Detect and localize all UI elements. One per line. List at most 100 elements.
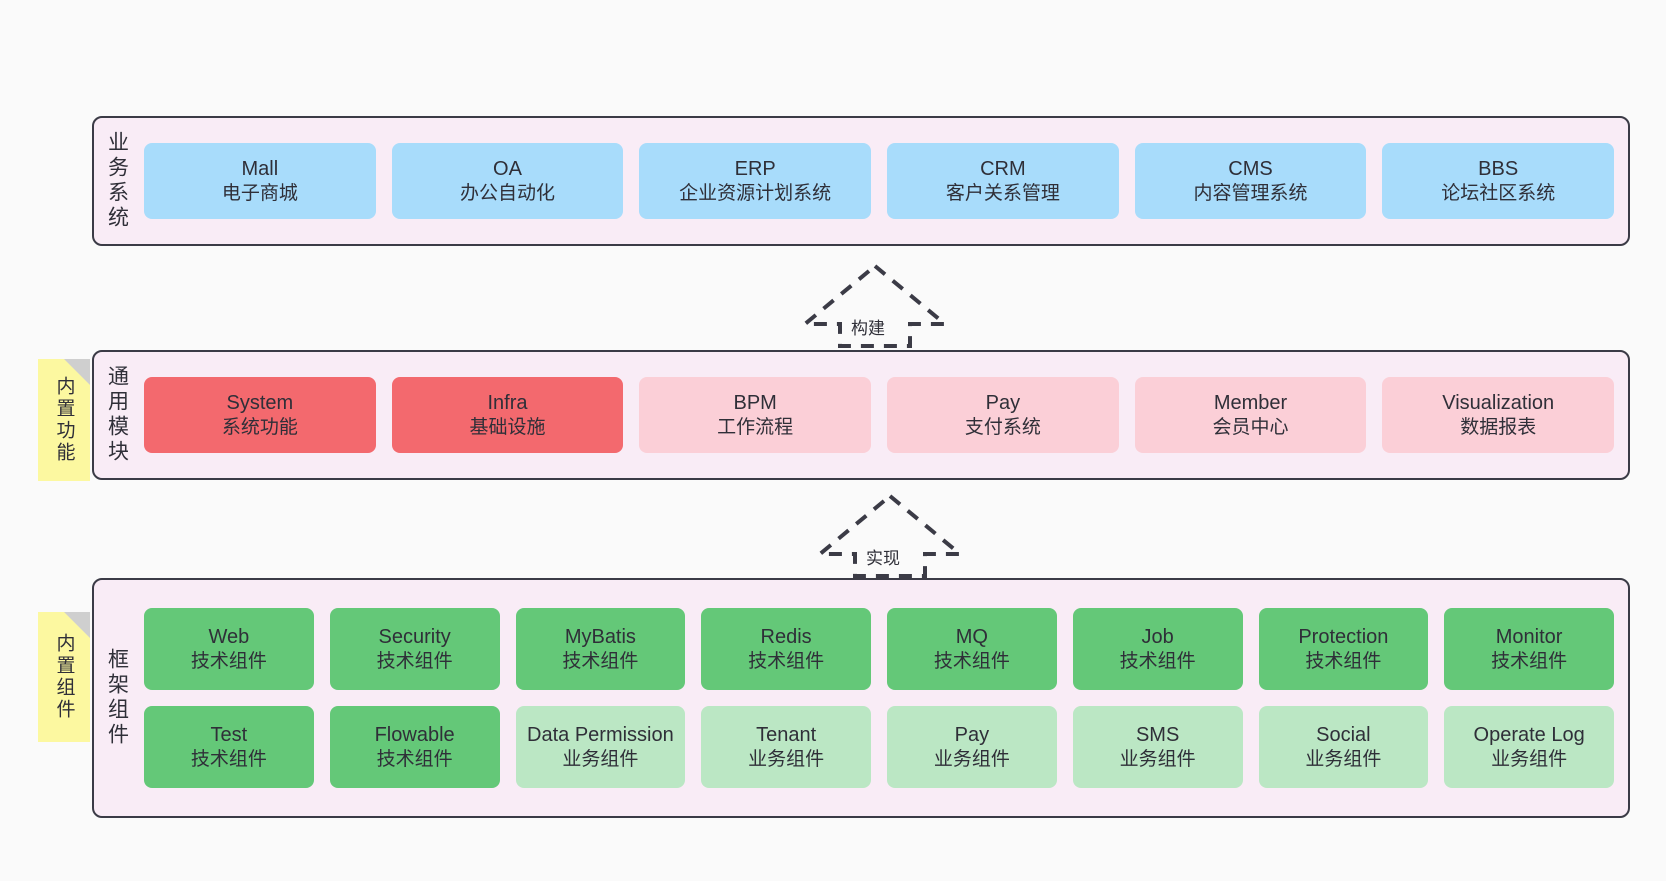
card-title: Operate Log (1473, 724, 1585, 747)
card-subtitle: 客户关系管理 (945, 182, 1060, 204)
card-title: ERP (734, 158, 776, 181)
card-title: CMS (1228, 158, 1273, 181)
arrow-build-label: 构建 (849, 314, 887, 339)
card-title: Security (378, 626, 451, 649)
card-subtitle: 系统功能 (221, 416, 298, 438)
card-subtitle: 数据报表 (1460, 416, 1537, 438)
card-subtitle: 技术组件 (376, 748, 453, 770)
arrow-build: 构建 (800, 262, 950, 350)
card-crm[interactable]: CRM 客户关系管理 (887, 143, 1119, 219)
card-subtitle: 业务组件 (1491, 748, 1568, 770)
card-row: Web 技术组件 Security 技术组件 MyBatis 技术组件 Redi… (144, 608, 1614, 690)
card-subtitle: 技术组件 (1119, 650, 1196, 672)
card-tenant[interactable]: Tenant 业务组件 (701, 706, 871, 788)
sticky-builtin-function: 内置功能 (38, 359, 90, 481)
layer-cards-common-module: System 系统功能 Infra 基础设施 BPM 工作流程 Pay 支付系统… (140, 352, 1628, 478)
card-bpm[interactable]: BPM 工作流程 (639, 377, 872, 453)
card-mq[interactable]: MQ 技术组件 (887, 608, 1057, 690)
card-title: Monitor (1495, 626, 1563, 649)
card-title: Mall (241, 158, 279, 181)
card-pay-biz[interactable]: Pay 业务组件 (887, 706, 1057, 788)
card-pay[interactable]: Pay 支付系统 (887, 377, 1119, 453)
card-title: OA (493, 158, 522, 181)
card-monitor[interactable]: Monitor 技术组件 (1444, 608, 1614, 690)
card-title: Test (210, 724, 248, 747)
layer-title-business-system: 业务系统 (105, 131, 129, 231)
card-oa[interactable]: OA 办公自动化 (391, 143, 624, 219)
card-flowable[interactable]: Flowable 技术组件 (329, 706, 500, 788)
card-data-permission[interactable]: Data Permission 业务组件 (515, 706, 686, 788)
sticky-label-builtin-function: 内置功能 (53, 376, 75, 464)
layer-title-framework-component: 框架组件 (105, 648, 129, 748)
card-social[interactable]: Social 业务组件 (1258, 706, 1429, 788)
card-subtitle: 技术组件 (376, 650, 453, 672)
card-subtitle: 技术组件 (190, 748, 267, 770)
card-subtitle: 技术组件 (1305, 650, 1382, 672)
card-visualization[interactable]: Visualization 数据报表 (1382, 377, 1615, 453)
card-title: BBS (1478, 158, 1519, 181)
card-subtitle: 技术组件 (933, 650, 1010, 672)
arrow-implement: 实现 (815, 492, 965, 580)
card-row: Test 技术组件 Flowable 技术组件 Data Permission … (144, 706, 1614, 788)
card-erp[interactable]: ERP 企业资源计划系统 (639, 143, 872, 219)
card-mall[interactable]: Mall 电子商城 (144, 143, 376, 219)
card-title: Job (1141, 626, 1174, 649)
card-subtitle: 企业资源计划系统 (679, 182, 832, 204)
folded-corner-icon (64, 612, 90, 638)
card-title: Tenant (756, 724, 817, 747)
card-subtitle: 办公自动化 (460, 182, 556, 204)
card-security[interactable]: Security 技术组件 (329, 608, 500, 690)
card-subtitle: 业务组件 (933, 748, 1010, 770)
card-subtitle: 支付系统 (964, 416, 1041, 438)
card-subtitle: 论坛社区系统 (1441, 182, 1556, 204)
sticky-label-builtin-component: 内置组件 (53, 633, 75, 721)
card-sms[interactable]: SMS 业务组件 (1072, 706, 1243, 788)
card-subtitle: 工作流程 (717, 416, 794, 438)
card-cms[interactable]: CMS 内容管理系统 (1134, 143, 1367, 219)
card-title: Social (1316, 724, 1371, 747)
card-job[interactable]: Job 技术组件 (1072, 608, 1243, 690)
card-mybatis[interactable]: MyBatis 技术组件 (515, 608, 686, 690)
sticky-builtin-component: 内置组件 (38, 612, 90, 742)
card-subtitle: 基础设施 (469, 416, 546, 438)
folded-corner-icon (64, 359, 90, 385)
card-title: Infra (487, 392, 528, 415)
card-subtitle: 技术组件 (748, 650, 825, 672)
card-redis[interactable]: Redis 技术组件 (701, 608, 871, 690)
card-protection[interactable]: Protection 技术组件 (1258, 608, 1429, 690)
card-title: MyBatis (564, 626, 636, 649)
layer-business-system: 业务系统 Mall 电子商城 OA 办公自动化 ERP 企业资源计划系统 CRM… (92, 116, 1630, 246)
arrow-build-shape (800, 263, 950, 348)
card-system[interactable]: System 系统功能 (144, 377, 376, 453)
arrow-implement-shape (815, 493, 965, 578)
card-subtitle: 内容管理系统 (1193, 182, 1308, 204)
card-subtitle: 业务组件 (1305, 748, 1382, 770)
card-title: SMS (1135, 724, 1180, 747)
card-title: MQ (955, 626, 988, 649)
card-subtitle: 电子商城 (221, 182, 298, 204)
card-subtitle: 技术组件 (190, 650, 267, 672)
card-infra[interactable]: Infra 基础设施 (391, 377, 624, 453)
card-title: Protection (1298, 626, 1389, 649)
card-title: CRM (980, 158, 1026, 181)
card-title: BPM (733, 392, 777, 415)
card-title: Web (208, 626, 250, 649)
card-subtitle: 业务组件 (1119, 748, 1196, 770)
card-title: Pay (985, 392, 1021, 415)
card-subtitle: 技术组件 (562, 650, 639, 672)
card-subtitle: 业务组件 (748, 748, 825, 770)
layer-framework-component: 框架组件 Web 技术组件 Security 技术组件 MyBatis 技术组件… (92, 578, 1630, 818)
card-member[interactable]: Member 会员中心 (1134, 377, 1367, 453)
card-row: Mall 电子商城 OA 办公自动化 ERP 企业资源计划系统 CRM 客户关系… (144, 143, 1615, 219)
card-subtitle: 会员中心 (1212, 416, 1289, 438)
layer-common-module: 通用模块 System 系统功能 Infra 基础设施 BPM 工作流程 Pay… (92, 350, 1630, 480)
layer-cards-business-system: Mall 电子商城 OA 办公自动化 ERP 企业资源计划系统 CRM 客户关系… (140, 118, 1628, 244)
card-title: Redis (760, 626, 812, 649)
card-row: System 系统功能 Infra 基础设施 BPM 工作流程 Pay 支付系统… (144, 377, 1615, 453)
card-web[interactable]: Web 技术组件 (144, 608, 314, 690)
card-title: Flowable (374, 724, 455, 747)
card-bbs[interactable]: BBS 论坛社区系统 (1382, 143, 1615, 219)
card-operate-log[interactable]: Operate Log 业务组件 (1444, 706, 1614, 788)
card-test[interactable]: Test 技术组件 (144, 706, 314, 788)
